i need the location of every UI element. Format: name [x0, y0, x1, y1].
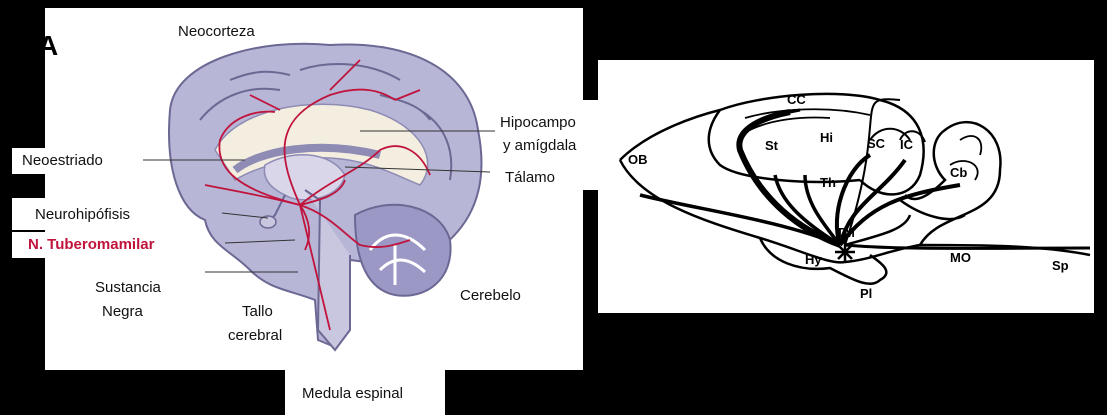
tm-nucleus-marker — [835, 242, 855, 262]
rat-label-cb: Cb — [950, 165, 967, 180]
rat-label-pi: Pl — [860, 286, 872, 301]
label-hipocampo-line2: y amígdala — [503, 136, 576, 155]
rat-label-sc: SC — [867, 136, 885, 151]
rat-label-ic: IC — [900, 137, 913, 152]
label-sustancia-line1: Sustancia — [95, 278, 161, 297]
label-neoestriado: Neoestriado — [22, 151, 103, 170]
label-cerebelo: Cerebelo — [460, 286, 521, 305]
rat-label-ob: OB — [628, 152, 648, 167]
rat-label-tm: TM — [836, 225, 855, 240]
label-talamo: Tálamo — [505, 168, 555, 187]
label-neocorteza: Neocorteza — [178, 22, 255, 41]
label-tallo-line2: cerebral — [228, 326, 282, 345]
rat-label-hy: Hy — [805, 252, 822, 267]
label-hipocampo-line1: Hipocampo — [500, 113, 576, 132]
label-tuberomamilar: N. Tuberomamilar — [28, 235, 154, 254]
rat-label-sp: Sp — [1052, 258, 1069, 273]
label-medula: Medula espinal — [302, 384, 403, 403]
label-sustancia-line2: Negra — [102, 302, 143, 321]
panel-letter: A — [38, 30, 58, 62]
rat-label-cc: CC — [787, 92, 806, 107]
label-tallo-line1: Tallo — [242, 302, 273, 321]
rat-label-st: St — [765, 138, 778, 153]
label-neurohipofisis: Neurohipófisis — [35, 205, 130, 224]
rat-label-th: Th — [820, 175, 836, 190]
rat-label-mo: MO — [950, 250, 971, 265]
rat-label-hi: Hi — [820, 130, 833, 145]
